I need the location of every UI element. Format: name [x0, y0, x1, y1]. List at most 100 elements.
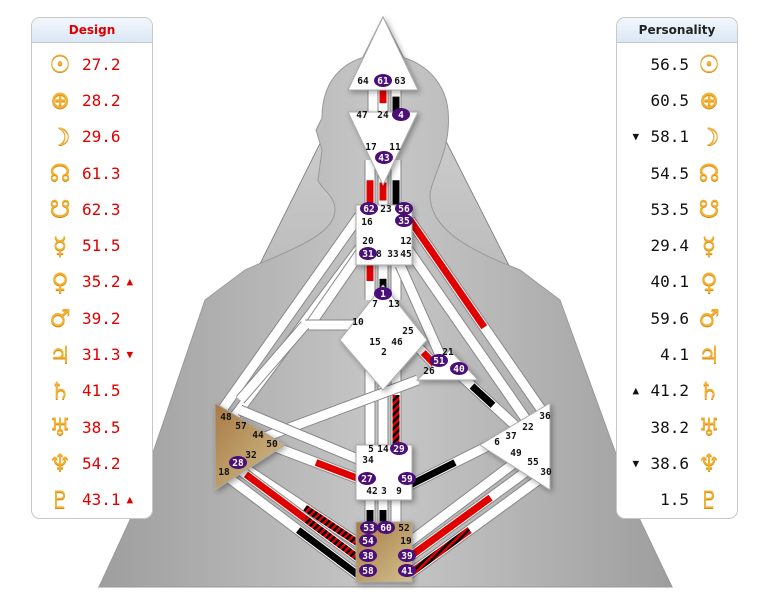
gate-39[interactable]: 39	[398, 549, 416, 562]
gate-47[interactable]: 47	[356, 110, 367, 121]
gate-58[interactable]: 58	[359, 564, 377, 577]
gate-40[interactable]: 40	[450, 362, 468, 375]
design-panel-title: Design	[32, 18, 152, 43]
gate-8[interactable]: 8	[376, 249, 382, 260]
gate-46[interactable]: 46	[391, 337, 403, 348]
gate-number: 59	[401, 474, 413, 485]
gate-27[interactable]: 27	[358, 472, 376, 485]
gate-41[interactable]: 41	[398, 564, 416, 577]
gate-active-marker	[229, 456, 247, 469]
design-value: 35.2	[82, 272, 121, 292]
gate-51[interactable]: 51	[430, 354, 448, 367]
gate-24[interactable]: 24	[377, 110, 389, 121]
gate-active-marker	[374, 74, 392, 87]
gate-active-marker	[430, 354, 448, 367]
gate-number: 60	[380, 523, 392, 534]
gate-20[interactable]: 20	[362, 236, 374, 247]
gate-5[interactable]: 5	[368, 444, 374, 455]
design-row-pluto: ♇43.1▲	[32, 482, 152, 518]
gate-32[interactable]: 32	[245, 450, 256, 461]
gate-43[interactable]: 43	[375, 151, 393, 164]
gate-16[interactable]: 16	[361, 217, 373, 228]
gate-42[interactable]: 42	[366, 486, 377, 497]
gate-57[interactable]: 57	[235, 421, 246, 432]
gate-19[interactable]: 19	[400, 536, 412, 547]
design-value: 31.3	[82, 345, 121, 365]
gate-50[interactable]: 50	[266, 439, 278, 450]
gate-number: 64	[357, 76, 369, 87]
gate-52[interactable]: 52	[398, 523, 409, 534]
gate-4[interactable]: 4	[392, 108, 410, 121]
design-value: 54.2	[82, 453, 121, 473]
personality-value: 38.6	[650, 453, 689, 473]
channel-28-38	[236, 465, 362, 563]
gate-17[interactable]: 17	[365, 142, 376, 153]
design-row-north-node: ☊61.3	[32, 155, 152, 191]
earth-icon: ⊕	[698, 86, 720, 115]
gate-14[interactable]: 14	[377, 444, 389, 455]
gate-15[interactable]: 15	[369, 337, 381, 348]
gate-59[interactable]: 59	[398, 472, 416, 485]
gate-22[interactable]: 22	[522, 422, 533, 433]
gate-number: 53	[363, 523, 375, 534]
gate-number: 7	[372, 299, 378, 310]
arrow-up-icon: ▲	[126, 275, 134, 289]
gate-53[interactable]: 53	[360, 521, 378, 534]
gate-55[interactable]: 55	[527, 457, 539, 468]
gate-54[interactable]: 54	[359, 534, 377, 547]
gate-29[interactable]: 29	[390, 442, 408, 455]
personality-row-uranus: 38.2♅	[617, 409, 737, 445]
gate-12[interactable]: 12	[400, 236, 411, 247]
gate-23[interactable]: 23	[380, 204, 392, 215]
gate-61[interactable]: 61	[374, 74, 392, 87]
gate-31[interactable]: 31	[359, 247, 377, 260]
gate-number: 1	[380, 289, 386, 300]
gate-1[interactable]: 1	[374, 287, 392, 300]
gate-9[interactable]: 9	[396, 486, 402, 497]
mercury-icon: ☿	[701, 231, 717, 260]
gate-11[interactable]: 11	[389, 142, 401, 153]
gate-number: 42	[366, 486, 377, 497]
gate-36[interactable]: 36	[539, 411, 551, 422]
gate-62[interactable]: 62	[360, 202, 378, 215]
gate-60[interactable]: 60	[377, 521, 395, 534]
gate-2[interactable]: 2	[381, 347, 387, 358]
design-value: 28.2	[82, 90, 121, 110]
gate-25[interactable]: 25	[402, 326, 414, 337]
gate-38[interactable]: 38	[359, 549, 377, 562]
gate-56[interactable]: 56	[395, 202, 413, 215]
gate-number: 36	[539, 411, 551, 422]
gate-3[interactable]: 3	[381, 486, 387, 497]
gate-49[interactable]: 49	[510, 448, 522, 459]
gate-45[interactable]: 45	[400, 249, 412, 260]
mars-icon: ♂	[698, 304, 720, 333]
gate-21[interactable]: 21	[442, 347, 454, 358]
gate-33[interactable]: 33	[387, 249, 399, 260]
gate-7[interactable]: 7	[372, 299, 378, 310]
gate-28[interactable]: 28	[229, 456, 247, 469]
gate-number: 17	[365, 142, 376, 153]
gate-13[interactable]: 13	[388, 299, 400, 310]
gate-37[interactable]: 37	[505, 431, 516, 442]
gate-35[interactable]: 35	[395, 214, 413, 227]
activation-personality	[296, 527, 361, 578]
gate-48[interactable]: 48	[220, 412, 232, 423]
gate-26[interactable]: 26	[423, 366, 435, 377]
gate-number: 61	[377, 76, 389, 87]
gate-63[interactable]: 63	[394, 76, 406, 87]
gate-64[interactable]: 64	[357, 76, 369, 87]
personality-row-venus: 40.1♀	[617, 264, 737, 300]
personality-row-saturn: ▲41.2♄	[617, 373, 737, 409]
gate-44[interactable]: 44	[252, 430, 264, 441]
gate-34[interactable]: 34	[362, 455, 374, 466]
gate-6[interactable]: 6	[494, 437, 500, 448]
jupiter-icon: ♃	[698, 340, 720, 369]
gate-number: 10	[352, 317, 364, 328]
gate-18[interactable]: 18	[218, 467, 230, 478]
mars-icon: ♂	[49, 304, 71, 333]
gate-10[interactable]: 10	[352, 317, 364, 328]
gate-30[interactable]: 30	[540, 467, 552, 478]
activation-both	[302, 504, 360, 546]
gate-number: 13	[388, 299, 400, 310]
